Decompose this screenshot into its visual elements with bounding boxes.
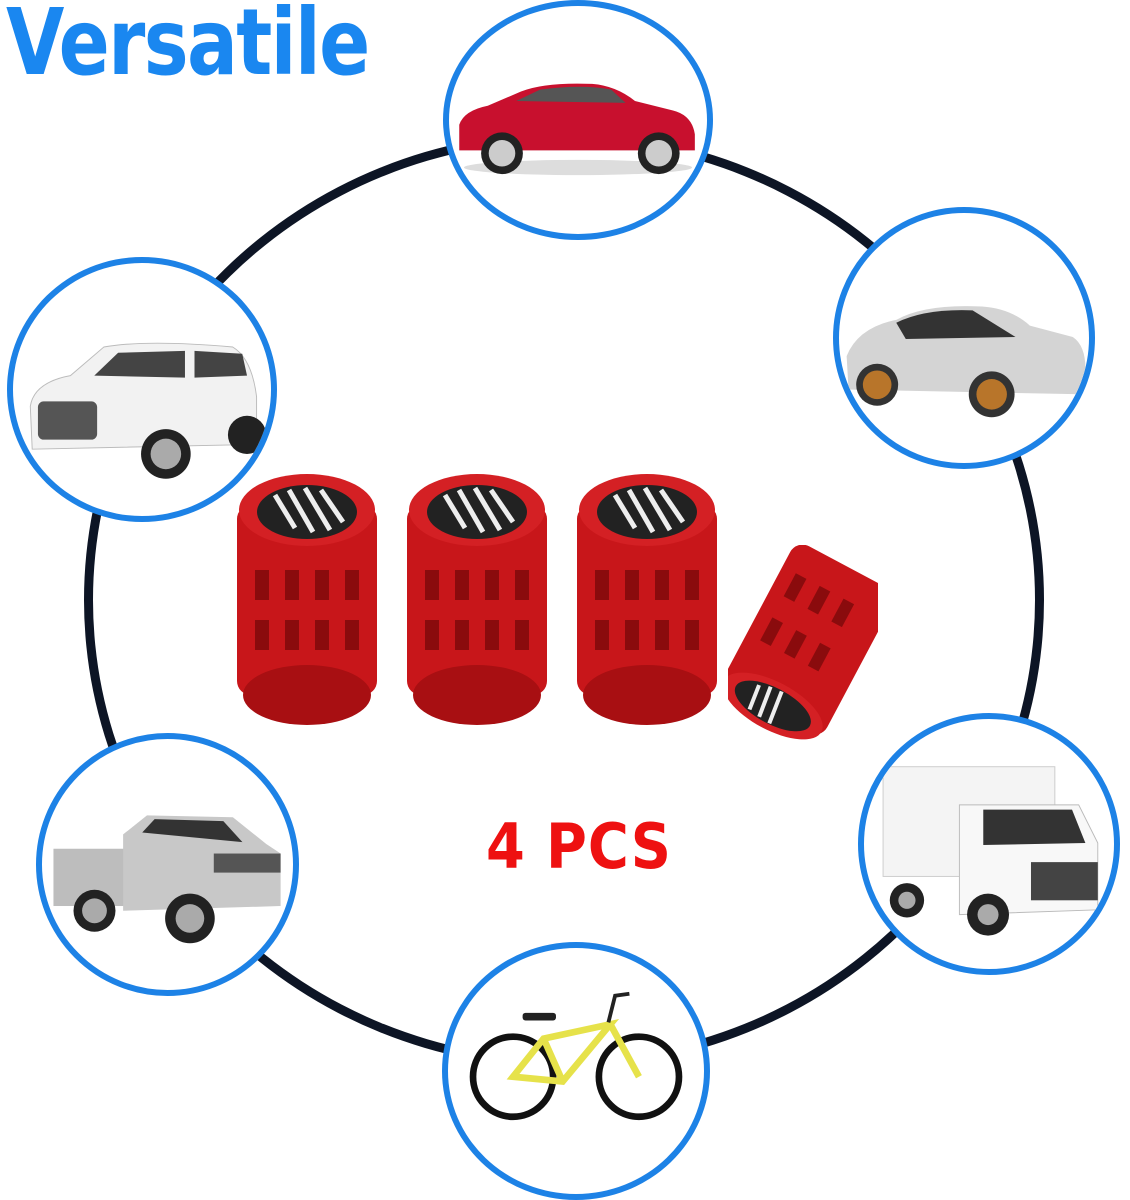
mountain-bike-icon xyxy=(469,991,683,1121)
vehicle-bubble-sports-car xyxy=(833,207,1095,469)
valve-cap-3 xyxy=(577,474,717,725)
quantity-label: 4 PCS xyxy=(486,810,672,883)
vehicle-bubble-box-truck xyxy=(858,713,1120,975)
vehicle-bubble-sedan xyxy=(443,0,713,240)
vehicle-bubble-pickup-truck xyxy=(36,733,299,996)
sports-car-icon xyxy=(846,306,1086,418)
vehicle-bubble-suv xyxy=(7,257,277,522)
page-title: Versatile xyxy=(6,0,370,96)
box-truck-icon xyxy=(882,766,1099,936)
pickup-truck-icon xyxy=(53,815,281,944)
vehicle-bubble-mountain-bike xyxy=(442,942,710,1200)
valve-cap-4-tilted xyxy=(728,545,878,740)
valve-cap-1 xyxy=(237,474,377,725)
sedan-icon xyxy=(459,83,695,176)
valve-cap-2 xyxy=(407,474,547,725)
suv-icon xyxy=(29,342,267,479)
